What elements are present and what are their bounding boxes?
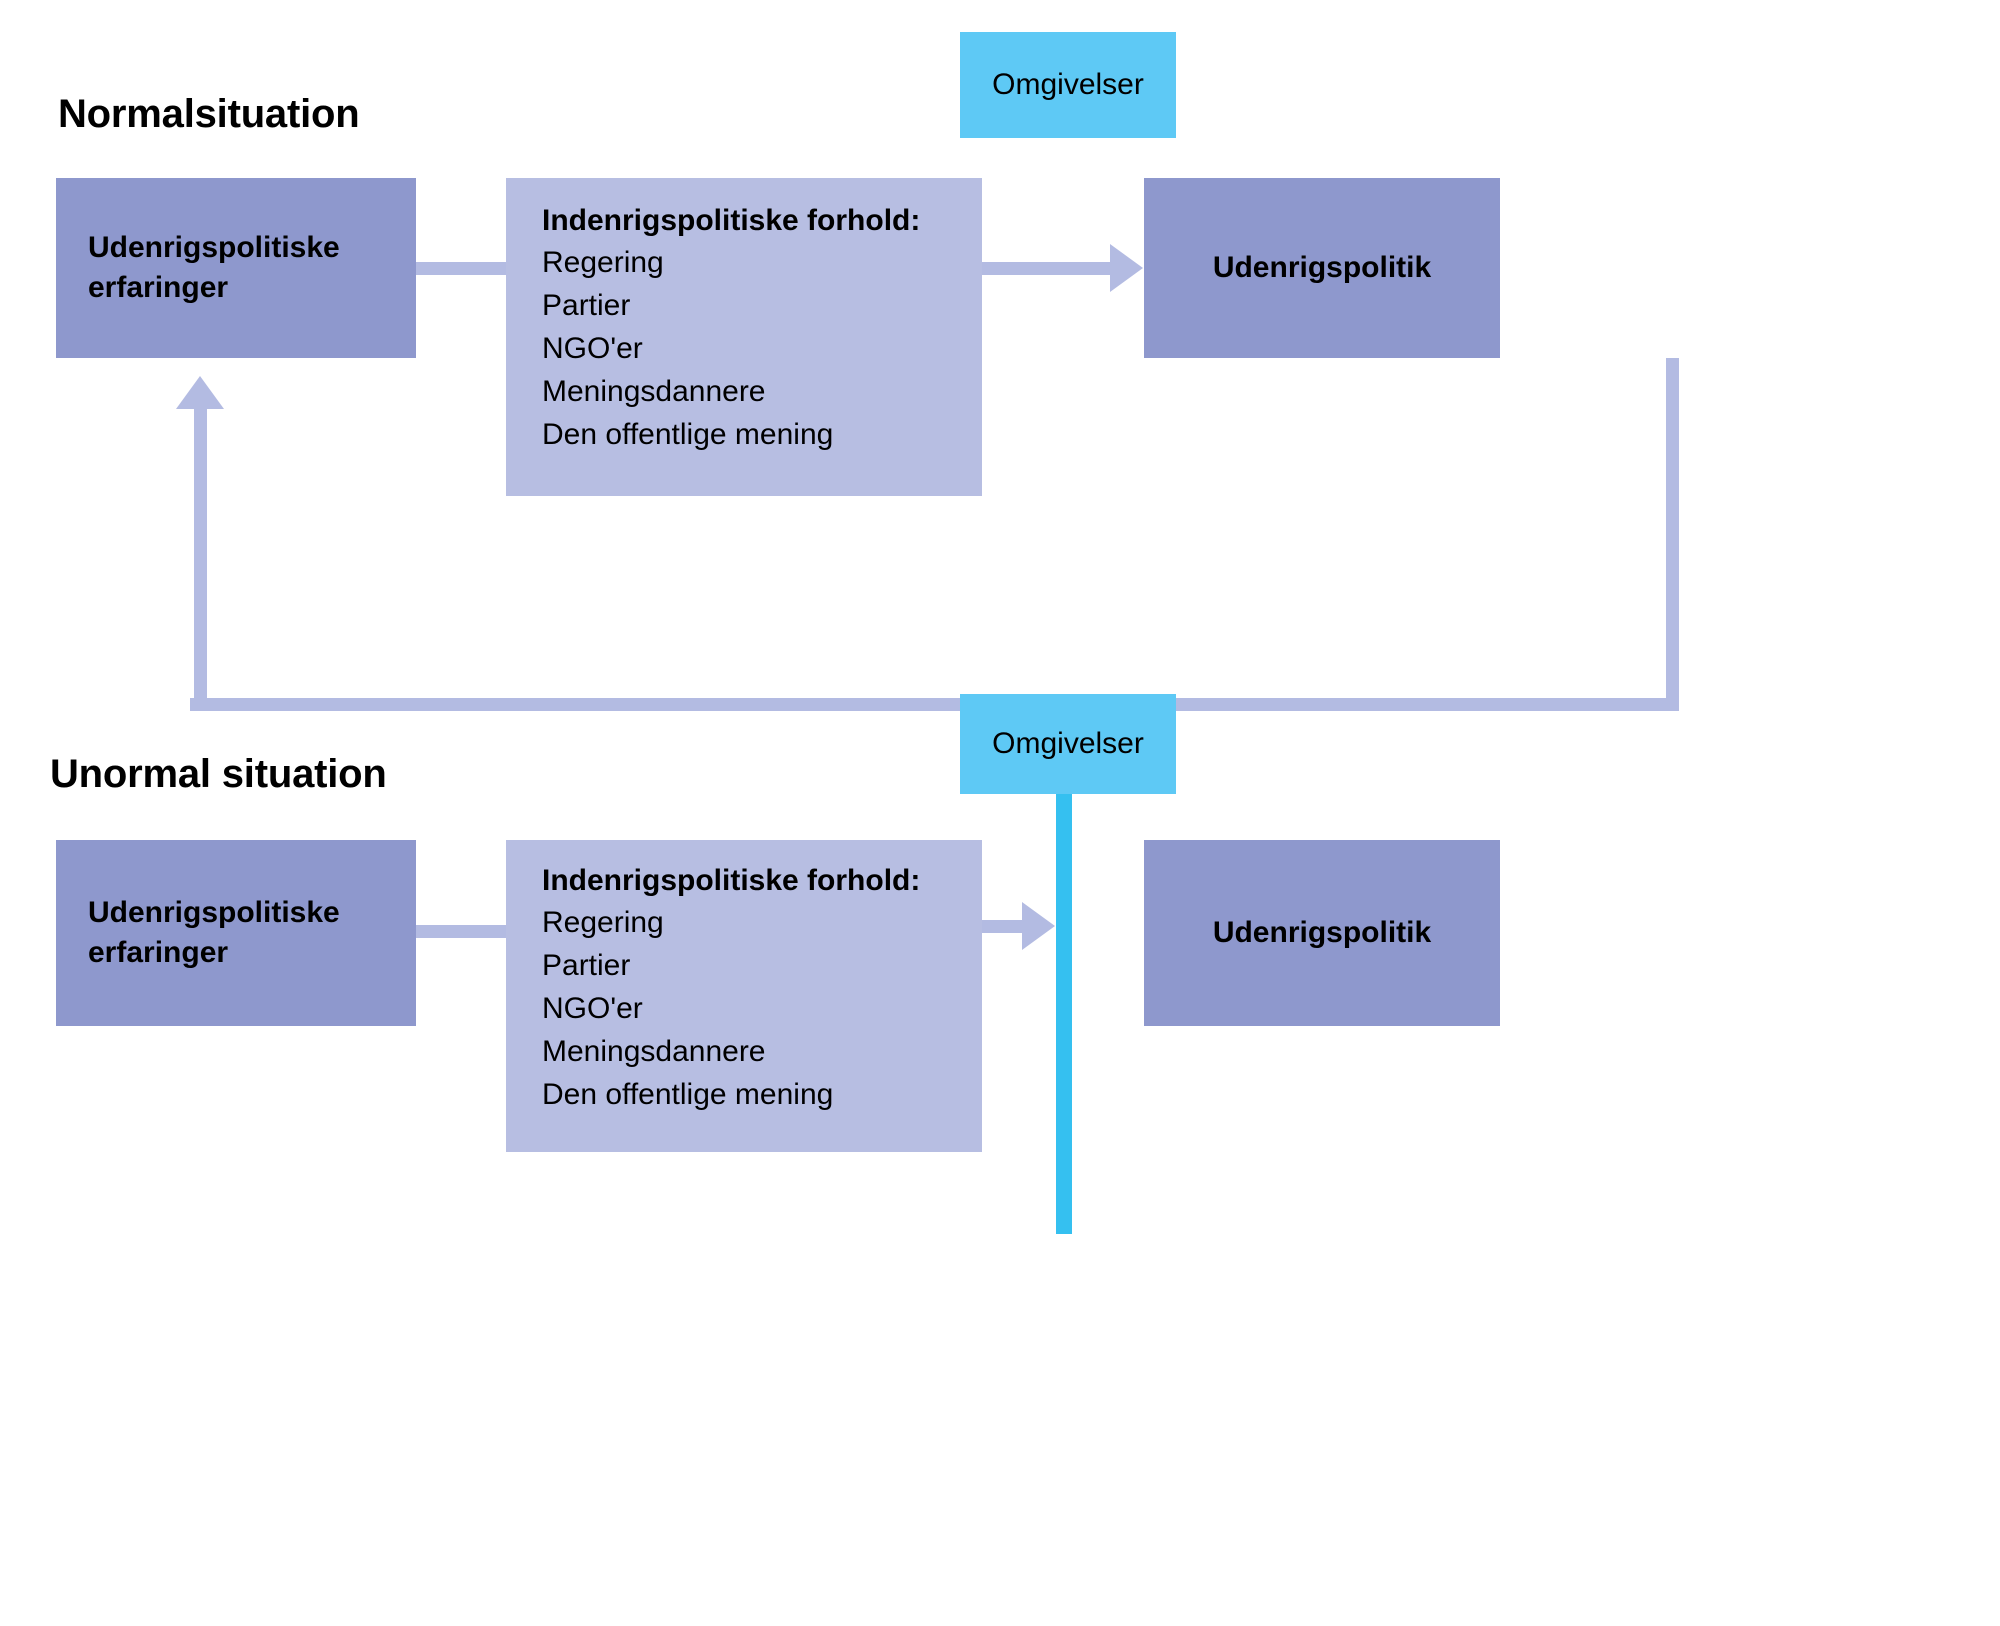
middle-box-normal-item-4: Den offentlige mening	[542, 417, 834, 451]
left-box-normal-line2: erfaringer	[88, 271, 229, 304]
middle-box-normal-item-3: Meningsdannere	[542, 374, 766, 408]
middle-box-normal-item-1: Partier	[542, 288, 631, 322]
right-box-unormal: Udenrigspolitik	[1144, 840, 1500, 1026]
connector-middle-to-right-normal	[982, 262, 1112, 275]
environment-barrier-unormal	[1056, 794, 1072, 1234]
middle-box-unormal-heading: Indenrigspolitiske forhold:	[542, 864, 921, 897]
middle-box-normal: Indenrigspolitiske forhold: Regering Par…	[506, 178, 982, 496]
middle-box-normal-item-2: NGO'er	[542, 331, 643, 365]
right-box-normal-label: Udenrigspolitik	[1212, 251, 1432, 285]
arrowhead-middle-to-barrier-unormal	[1022, 902, 1055, 950]
environment-box-normal-label: Omgivelser	[992, 68, 1144, 102]
left-box-normal: Udenrigspolitiske erfaringer	[56, 178, 416, 358]
right-box-unormal-label: Udenrigspolitik	[1212, 916, 1432, 950]
environment-box-normal: Omgivelser	[960, 32, 1176, 138]
connector-middle-to-barrier-unormal	[982, 920, 1024, 933]
feedback-arrowhead-normal	[176, 376, 224, 409]
middle-box-unormal-item-3: Meningsdannere	[542, 1034, 766, 1068]
connector-left-to-middle-unormal	[416, 925, 508, 938]
left-box-unormal: Udenrigspolitiske erfaringer	[56, 840, 416, 1026]
middle-box-unormal: Indenrigspolitiske forhold: Regering Par…	[506, 840, 982, 1152]
environment-box-unormal: Omgivelser	[960, 694, 1176, 794]
left-box-unormal-line2: erfaringer	[88, 936, 229, 969]
middle-box-normal-item-0: Regering	[542, 246, 664, 279]
arrowhead-middle-to-right-normal	[1110, 244, 1143, 292]
section-heading-normal: Normalsituation	[58, 92, 360, 136]
middle-box-unormal-item-2: NGO'er	[542, 991, 643, 1025]
feedback-vertical-left-normal	[194, 405, 207, 705]
middle-box-unormal-item-1: Partier	[542, 948, 631, 982]
middle-box-unormal-item-4: Den offentlige mening	[542, 1077, 834, 1111]
section-heading-unormal: Unormal situation	[50, 752, 387, 796]
feedback-horizontal-normal	[190, 698, 1679, 711]
environment-box-unormal-label: Omgivelser	[992, 727, 1144, 761]
left-box-normal-line1: Udenrigspolitiske	[88, 231, 340, 265]
middle-box-normal-heading: Indenrigspolitiske forhold:	[542, 204, 921, 237]
connector-left-to-middle-normal	[416, 262, 508, 275]
left-box-unormal-line1: Udenrigspolitiske	[88, 896, 340, 930]
right-box-normal: Udenrigspolitik	[1144, 178, 1500, 358]
middle-box-unormal-item-0: Regering	[542, 906, 664, 939]
feedback-vertical-right-normal	[1666, 358, 1679, 710]
